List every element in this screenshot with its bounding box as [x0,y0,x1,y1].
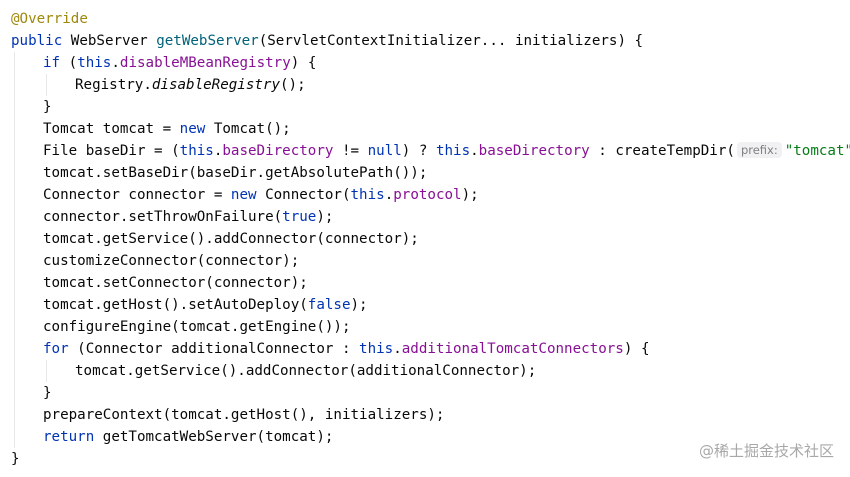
string-literal: "tomcat" [784,143,850,159]
code-text: customizeConnector(connector); [43,253,300,269]
parameter-hint: prefix: [736,142,782,158]
code-text: . [111,55,120,71]
code-text: (ServletContextInitializer... initialize… [258,33,644,49]
field-ref: baseDirectory [478,143,590,159]
code-line[interactable]: Connector connector = new Connector(this… [43,184,479,206]
code-line[interactable]: } [43,382,52,404]
code-line[interactable]: connector.setThrowOnFailure(true); [43,206,333,228]
code-text: : createTempDir( [589,143,735,159]
code-text: } [43,99,52,115]
code-text: tomcat.getHost().setAutoDeploy( [43,297,308,313]
code-text: (Connector additionalConnector : [68,341,360,357]
code-text: != [333,143,368,159]
indent-guide [46,74,47,96]
code-text: Connector( [256,187,351,203]
code-text: File baseDir = ( [43,143,180,159]
code-text: Connector connector = [43,187,231,203]
code-text: tomcat.getService().addConnector(connect… [43,231,419,247]
code-line[interactable]: File baseDir = (this.baseDirectory != nu… [43,140,850,162]
keyword: false [307,297,351,313]
keyword: this [435,143,471,159]
keyword: this [77,55,112,71]
code-line[interactable]: tomcat.setBaseDir(baseDir.getAbsolutePat… [43,162,427,184]
annotation: @Override [11,11,88,27]
code-text: ); [350,297,368,313]
code-text: tomcat.setBaseDir(baseDir.getAbsolutePat… [43,165,428,181]
code-text: Tomcat(); [205,121,291,137]
code-line[interactable]: if (this.disableMBeanRegistry) { [43,52,316,74]
code-line[interactable]: for (Connector additionalConnector : thi… [43,338,649,360]
keyword: return [43,429,95,445]
keyword: this [179,143,214,159]
code-line[interactable]: public WebServer getWebServer(ServletCon… [11,30,643,52]
code-text: . [213,143,223,159]
keyword: null [367,143,402,159]
code-text: ) ? [401,143,436,159]
code-text: } [43,385,52,401]
code-line[interactable]: @Override [11,8,88,30]
code-line[interactable]: configureEngine(tomcat.getEngine()); [43,316,351,338]
field-ref: protocol [393,187,462,203]
code-text: configureEngine(tomcat.getEngine()); [43,319,351,335]
code-line[interactable]: tomcat.getService().addConnector(connect… [43,228,419,250]
code-line[interactable]: customizeConnector(connector); [43,250,299,272]
code-text: . [393,341,402,357]
code-line[interactable]: tomcat.getService().addConnector(additio… [75,360,536,382]
code-line[interactable]: } [43,96,52,118]
field-ref: disableMBeanRegistry [119,55,291,71]
code-text: ); [461,187,479,203]
watermark: @稀土掘金技术社区 [698,442,834,460]
code-text: Tomcat tomcat = [43,121,180,137]
method-name: getWebServer [156,33,259,49]
code-line[interactable]: Tomcat tomcat = new Tomcat(); [43,118,291,140]
field-ref: additionalTomcatConnectors [401,341,624,357]
code-text: Registry. [75,77,152,93]
keyword: if [43,55,61,71]
keyword: public [11,33,63,49]
code-text: prepareContext(tomcat.getHost(), initial… [43,407,445,423]
code-text: ) { [623,341,650,357]
code-line[interactable]: } [11,448,20,470]
code-line[interactable]: prepareContext(tomcat.getHost(), initial… [43,404,444,426]
code-text: getTomcatWebServer(tomcat); [94,429,334,445]
code-line[interactable]: Registry.disableRegistry(); [75,74,306,96]
static-call: disableRegistry [151,77,280,93]
keyword: new [179,121,206,137]
keyword: this [359,341,394,357]
code-text: (); [280,77,306,93]
keyword: for [43,341,69,357]
code-text: ( [60,55,78,71]
code-line[interactable]: tomcat.setConnector(connector); [43,272,308,294]
code-text: tomcat.setConnector(connector); [43,275,308,291]
code-line[interactable]: tomcat.getHost().setAutoDeploy(false); [43,294,368,316]
code-line[interactable]: return getTomcatWebServer(tomcat); [43,426,333,448]
code-text: . [384,187,394,203]
code-text: connector.setThrowOnFailure( [43,209,283,225]
code-text: } [11,451,20,467]
keyword: new [230,187,257,203]
code-text: ) { [290,55,317,71]
keyword: true [282,209,317,225]
keyword: this [350,187,385,203]
code-text: ); [316,209,334,225]
indent-guide [14,52,15,448]
indent-guide [46,360,47,382]
code-text: tomcat.getService().addConnector(additio… [75,363,537,379]
field-ref: baseDirectory [222,143,334,159]
code-text: . [470,143,479,159]
code-text: WebServer [62,33,157,49]
